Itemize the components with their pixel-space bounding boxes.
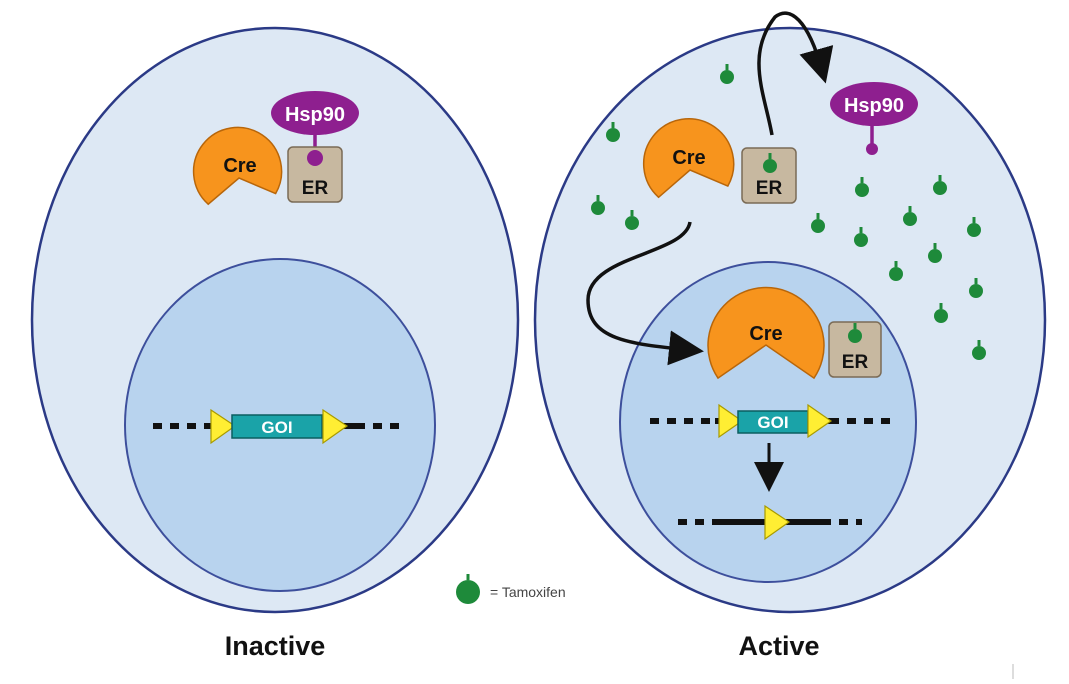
er-box-inactive xyxy=(287,146,343,203)
goi-label-active: GOI xyxy=(757,413,788,432)
active-cell: ER Cre Hsp90 xyxy=(533,11,1047,614)
hsp90-binding-dot xyxy=(307,150,323,166)
er-box-nucleus xyxy=(828,321,882,378)
hsp90-release-arrow xyxy=(757,11,834,136)
nuclear-translocation-arrow xyxy=(586,221,704,366)
er-label-nucleus: ER xyxy=(842,352,869,373)
hsp90-label-inactive: Hsp90 xyxy=(285,104,345,126)
loxp-left-inactive xyxy=(210,408,237,445)
er-box-cytoplasm xyxy=(741,147,797,204)
legend-tamoxifen-icon xyxy=(456,580,480,604)
cre-label-inactive: Cre xyxy=(223,155,256,177)
cre-label-cytoplasm: Cre xyxy=(672,147,705,169)
hsp90-inactive xyxy=(271,91,359,135)
cre-protein-nucleus xyxy=(707,286,825,380)
active-label: Active xyxy=(738,631,819,661)
hsp90-label-released: Hsp90 xyxy=(844,95,904,117)
cre-protein-inactive xyxy=(192,126,283,206)
loxp-right-inactive xyxy=(322,408,349,445)
hsp90-released-dot xyxy=(866,143,878,155)
er-label-cytoplasm: ER xyxy=(756,178,783,199)
hsp90-released xyxy=(830,82,918,126)
goi-box-inactive xyxy=(231,414,323,439)
cre-protein-cytoplasm xyxy=(642,118,735,199)
goi-label-inactive: GOI xyxy=(261,418,292,437)
cre-label-nucleus: Cre xyxy=(749,323,782,345)
inactive-label: Inactive xyxy=(225,631,326,661)
legend-label: = Tamoxifen xyxy=(490,584,566,600)
legend: = Tamoxifen xyxy=(456,574,566,604)
er-label-inactive: ER xyxy=(302,178,329,199)
loxp-left-active xyxy=(718,403,744,439)
loxp-remaining xyxy=(764,504,791,541)
inactive-cell: Hsp90 ER Cre GOI xyxy=(30,26,520,614)
loxp-right-active xyxy=(807,403,833,439)
